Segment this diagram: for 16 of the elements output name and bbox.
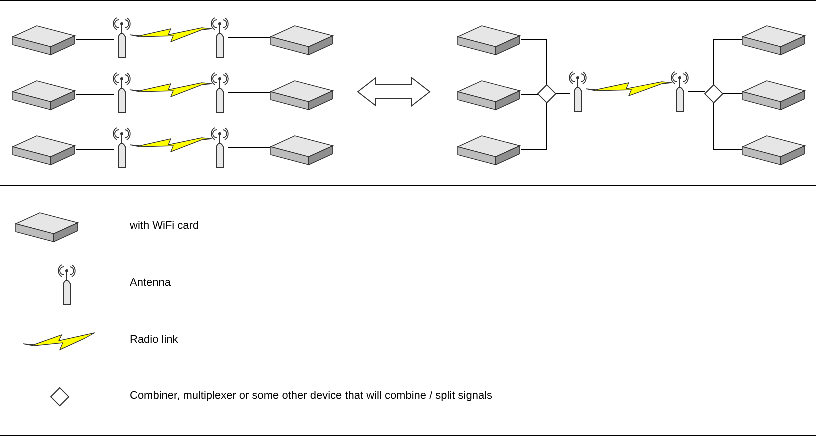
connector-line [520, 94, 538, 96]
connector-line [714, 40, 742, 86]
radio-link [586, 82, 672, 97]
legend-text: Combiner, multiplexer or some other device that will combine / split signals [130, 390, 493, 403]
legend-text: Radio link [130, 334, 178, 347]
connector-line [714, 102, 742, 150]
connector-line [76, 94, 114, 96]
legend-text: Antenna [130, 277, 171, 290]
connector-line [520, 102, 548, 150]
double-arrow [357, 76, 431, 108]
radio-link [130, 28, 212, 43]
connector-line [520, 40, 548, 86]
radio-link [130, 82, 212, 98]
connector-line [228, 92, 270, 94]
legend-text: with WiFi card [130, 220, 200, 233]
radio-link [130, 138, 212, 153]
